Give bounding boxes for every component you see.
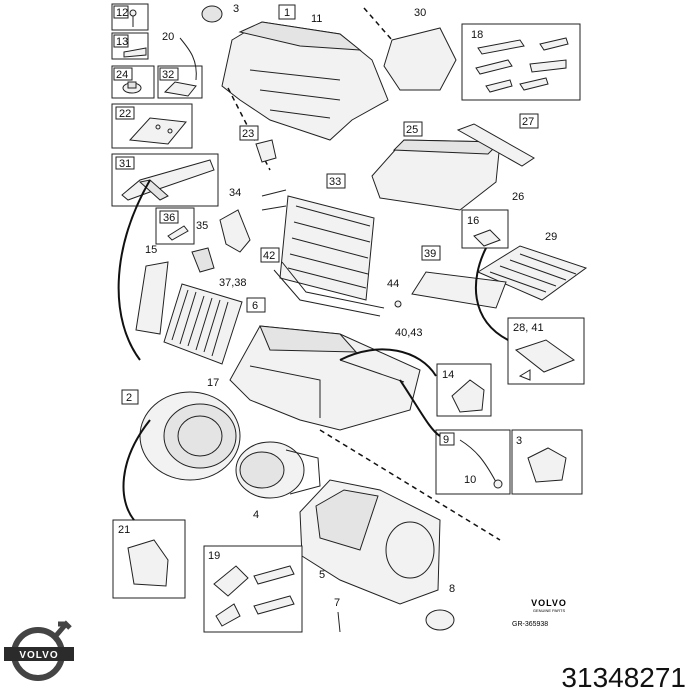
callout-17: 17 <box>207 377 219 389</box>
part-18-box: 18 <box>461 23 581 101</box>
bracket-34 <box>219 209 251 253</box>
pipes-42 <box>261 189 385 317</box>
callout-box-25 <box>403 121 423 137</box>
callout-21: 21 <box>118 524 130 536</box>
connector-arc-lower-left <box>122 419 151 521</box>
callout-20: 20 <box>162 31 174 43</box>
callout-10: 10 <box>464 474 476 486</box>
callout-27: 27 <box>522 116 534 128</box>
callout-5: 5 <box>319 569 325 581</box>
callout-31: 31 <box>119 158 131 170</box>
sensor-8 <box>425 609 455 631</box>
callout-24: 24 <box>116 69 128 81</box>
callout-35: 35 <box>196 220 208 232</box>
callout-7: 7 <box>334 597 340 609</box>
callout-12: 12 <box>116 7 128 19</box>
part-28-41-box: 28, 41 <box>507 317 585 385</box>
callout-18: 18 <box>471 29 483 41</box>
part-19-box: 19 <box>203 545 303 633</box>
callout-22: 22 <box>119 108 131 120</box>
callout-13: 13 <box>116 36 128 48</box>
genuine-parts-stamp: VOLVO GENUINE PARTS GR-365938 <box>512 598 586 628</box>
part-number: 31348271 <box>561 662 686 693</box>
part-9-10-box: 9 10 <box>435 429 511 495</box>
screw-7 <box>337 611 341 633</box>
callout-3: 3 <box>516 435 522 447</box>
part-3-box: 3 <box>511 429 583 495</box>
stamp-brand: VOLVO <box>531 598 567 608</box>
part-16-box: 16 <box>461 209 509 249</box>
callout-3-top: 3 <box>233 3 239 15</box>
part-24-box: 24 <box>111 65 155 99</box>
callout-44: 44 <box>387 278 399 290</box>
callout-box-1 <box>278 4 296 20</box>
callout-4: 4 <box>253 509 259 521</box>
callout-32: 32 <box>162 69 174 81</box>
pollen-filter-17 <box>163 283 243 365</box>
callout-28-41: 28, 41 <box>513 322 544 334</box>
part-31-box: 31 <box>111 153 219 207</box>
cover-15 <box>135 261 169 335</box>
callout-26: 26 <box>512 191 524 203</box>
stamp-subtitle: GENUINE PARTS <box>532 608 566 613</box>
callout-14: 14 <box>442 369 454 381</box>
callout-25: 25 <box>406 124 418 136</box>
callout-36: 36 <box>163 212 175 224</box>
filter-rail-26 <box>456 123 535 167</box>
svg-text:VOLVO: VOLVO <box>19 650 58 661</box>
clip-23 <box>255 139 277 163</box>
cabin-filter-39 <box>411 271 507 309</box>
part-22-box: 22 <box>111 103 193 149</box>
callout-box-2 <box>121 389 139 405</box>
callout-33: 33 <box>329 176 341 188</box>
part-14-box: 14 <box>436 363 492 417</box>
callout-15: 15 <box>145 244 157 256</box>
o-ring-44 <box>394 300 402 308</box>
dashed-guide-5 <box>319 429 501 541</box>
callout-29: 29 <box>545 231 557 243</box>
callout-39: 39 <box>424 248 436 260</box>
callout-box-42 <box>260 247 280 263</box>
part-32-box: 32 <box>157 65 203 99</box>
part-13-box: 13 <box>111 32 149 60</box>
callout-box-33 <box>326 173 346 189</box>
connector-arc-16 <box>474 247 509 341</box>
callout-19: 19 <box>208 550 220 562</box>
callout-box-39 <box>421 245 441 261</box>
callout-23: 23 <box>242 128 254 140</box>
callout-16: 16 <box>467 215 479 227</box>
arrow-14 <box>339 348 437 377</box>
evaporator-29 <box>476 245 588 301</box>
dashed-guide-30 <box>363 7 393 41</box>
volvo-logo: VOLVO <box>4 620 74 681</box>
callout-30: 30 <box>414 7 426 19</box>
callout-8: 8 <box>449 583 455 595</box>
stamp-drawing-ref: GR-365938 <box>512 621 549 628</box>
callout-37-38: 37,38 <box>219 277 247 289</box>
callout-6: 6 <box>252 300 258 312</box>
callout-1: 1 <box>284 7 290 19</box>
callout-2: 2 <box>126 392 132 404</box>
heater-core-33 <box>279 195 375 301</box>
part-12-box: 12 <box>111 3 149 31</box>
callout-box-6 <box>246 297 266 313</box>
callout-9: 9 <box>443 434 449 446</box>
callout-11: 11 <box>311 13 322 25</box>
part-36-box: 36 <box>155 207 195 245</box>
callout-box-23 <box>239 125 259 141</box>
actuator-3-top <box>201 5 223 23</box>
callout-42: 42 <box>263 250 275 262</box>
part-21-box: 21 <box>112 519 186 599</box>
callout-box-27 <box>519 113 539 129</box>
connector-arc-9 <box>399 379 441 437</box>
connector-arc-left <box>117 179 151 361</box>
callout-34: 34 <box>229 187 241 199</box>
callout-40-43: 40,43 <box>395 327 423 339</box>
actuator-assembly-30 <box>383 27 457 91</box>
resistor-35 <box>191 247 215 273</box>
